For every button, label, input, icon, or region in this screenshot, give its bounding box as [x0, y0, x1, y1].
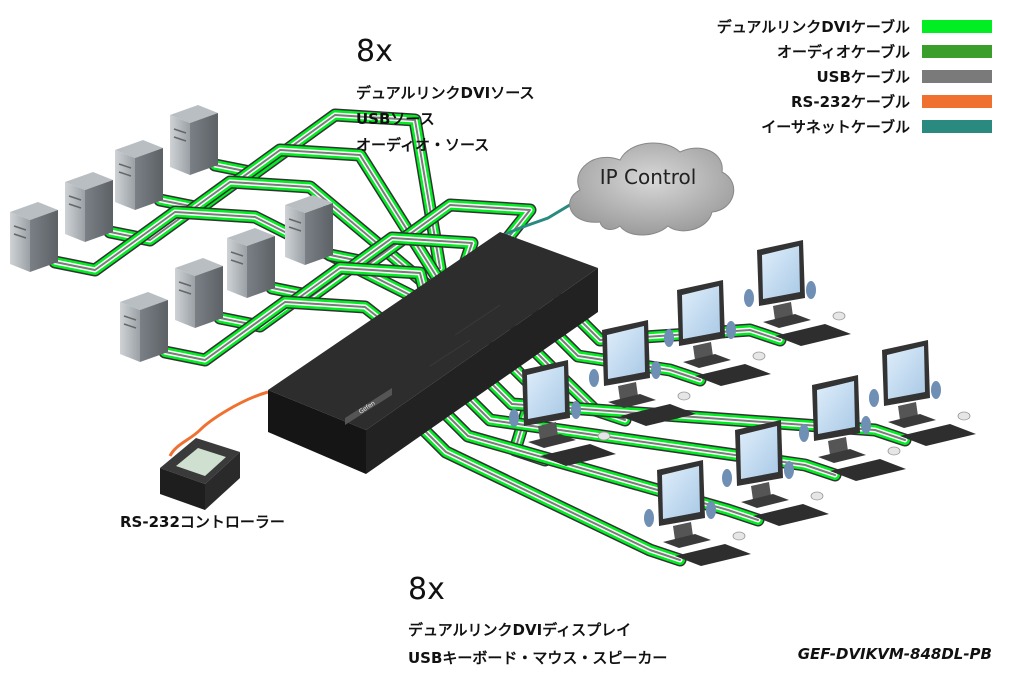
monitor-workstation [799, 375, 906, 481]
display-description: デュアルリンクDVIディスプレイ USBキーボード・マウス・スピーカー [408, 616, 667, 672]
source-line: USBソース [356, 110, 435, 128]
computer-icon [285, 195, 333, 265]
controller-label: RS-232コントローラー [120, 513, 285, 531]
speaker-icon [861, 416, 871, 434]
speaker-icon [664, 329, 674, 347]
monitor-workstation [744, 240, 851, 346]
legend-item: イーサネットケーブル [717, 114, 992, 139]
computer-icon [65, 172, 113, 242]
speaker-icon [869, 389, 879, 407]
keyboard-icon [675, 544, 751, 566]
monitor-workstation [722, 420, 829, 526]
legend-item: オーディオケーブル [717, 39, 992, 64]
legend-label: RS-232ケーブル [791, 93, 910, 111]
kvm-matrix-switch[interactable] [268, 232, 598, 474]
speaker-icon [509, 409, 519, 427]
cable-bundle [153, 143, 447, 289]
legend-item: デュアルリンクDVIケーブル [717, 14, 992, 39]
mouse-icon [732, 531, 746, 541]
computer-icon [10, 202, 58, 272]
legend-item: RS-232ケーブル [717, 89, 992, 114]
speaker-icon [644, 509, 654, 527]
legend-swatch [922, 95, 992, 108]
keyboard-icon [900, 424, 976, 446]
mouse-icon [810, 491, 824, 501]
keyboard-icon [620, 404, 696, 426]
monitor-workstation [664, 280, 771, 386]
computer-icon [115, 140, 163, 210]
display-count: 8x [408, 572, 445, 607]
mouse-icon [887, 446, 901, 456]
monitor-workstation [869, 340, 976, 446]
speaker-icon [799, 424, 809, 442]
gefen-badge-plate [345, 388, 392, 425]
ip-control-cloud[interactable] [569, 142, 735, 236]
legend-swatch [922, 70, 992, 83]
ethernet-cable [491, 198, 579, 242]
computer-icon [120, 292, 168, 362]
monitor-workstation [644, 460, 751, 566]
rs232-controller[interactable] [160, 438, 240, 510]
keyboard-icon [540, 444, 616, 466]
legend-swatch [922, 120, 992, 133]
legend-swatch [922, 20, 992, 33]
legend-item: USBケーブル [717, 64, 992, 89]
mouse-icon [677, 391, 691, 401]
speaker-icon [744, 289, 754, 307]
computer-icon [175, 258, 223, 328]
legend-label: オーディオケーブル [776, 43, 910, 61]
mouse-icon [832, 311, 846, 321]
monitor-workstation [509, 360, 616, 466]
cable-legend: デュアルリンクDVIケーブルオーディオケーブル USBケーブル RS-232ケーブル… [717, 14, 992, 139]
computer-icon [227, 228, 275, 298]
rs232-cable [168, 390, 269, 457]
speaker-icon [571, 401, 581, 419]
mouse-icon [957, 411, 971, 421]
model-number: GEF-DVIKVM-848DL-PB [797, 645, 992, 663]
monitor-workstation [589, 320, 696, 426]
legend-label: USBケーブル [816, 68, 910, 86]
computer-icon [170, 105, 218, 175]
source-line: デュアルリンクDVIソース [356, 84, 535, 102]
display-line: USBキーボード・マウス・スピーカー [408, 649, 668, 667]
keyboard-icon [830, 459, 906, 481]
mouse-icon [597, 431, 611, 441]
display-line: デュアルリンクDVIディスプレイ [408, 621, 632, 639]
legend-swatch [922, 45, 992, 58]
legend-label: イーサネットケーブル [761, 118, 910, 136]
source-computers [10, 105, 333, 362]
source-count: 8x [356, 34, 393, 69]
speaker-icon [706, 501, 716, 519]
speaker-icon [651, 361, 661, 379]
source-description: デュアルリンクDVIソース USBソース オーディオ・ソース [356, 80, 534, 158]
speaker-icon [784, 461, 794, 479]
display-workstations [509, 240, 976, 566]
speaker-icon [589, 369, 599, 387]
keyboard-icon [775, 324, 851, 346]
controller-screen [176, 448, 226, 476]
keyboard-icon [695, 364, 771, 386]
speaker-icon [931, 381, 941, 399]
keyboard-icon [753, 504, 829, 526]
source-line: オーディオ・ソース [356, 136, 490, 154]
ip-control-label: IP Control [600, 165, 697, 189]
speaker-icon [726, 321, 736, 339]
speaker-icon [806, 281, 816, 299]
legend-label: デュアルリンクDVIケーブル [716, 18, 910, 36]
mouse-icon [752, 351, 766, 361]
speaker-icon [722, 469, 732, 487]
